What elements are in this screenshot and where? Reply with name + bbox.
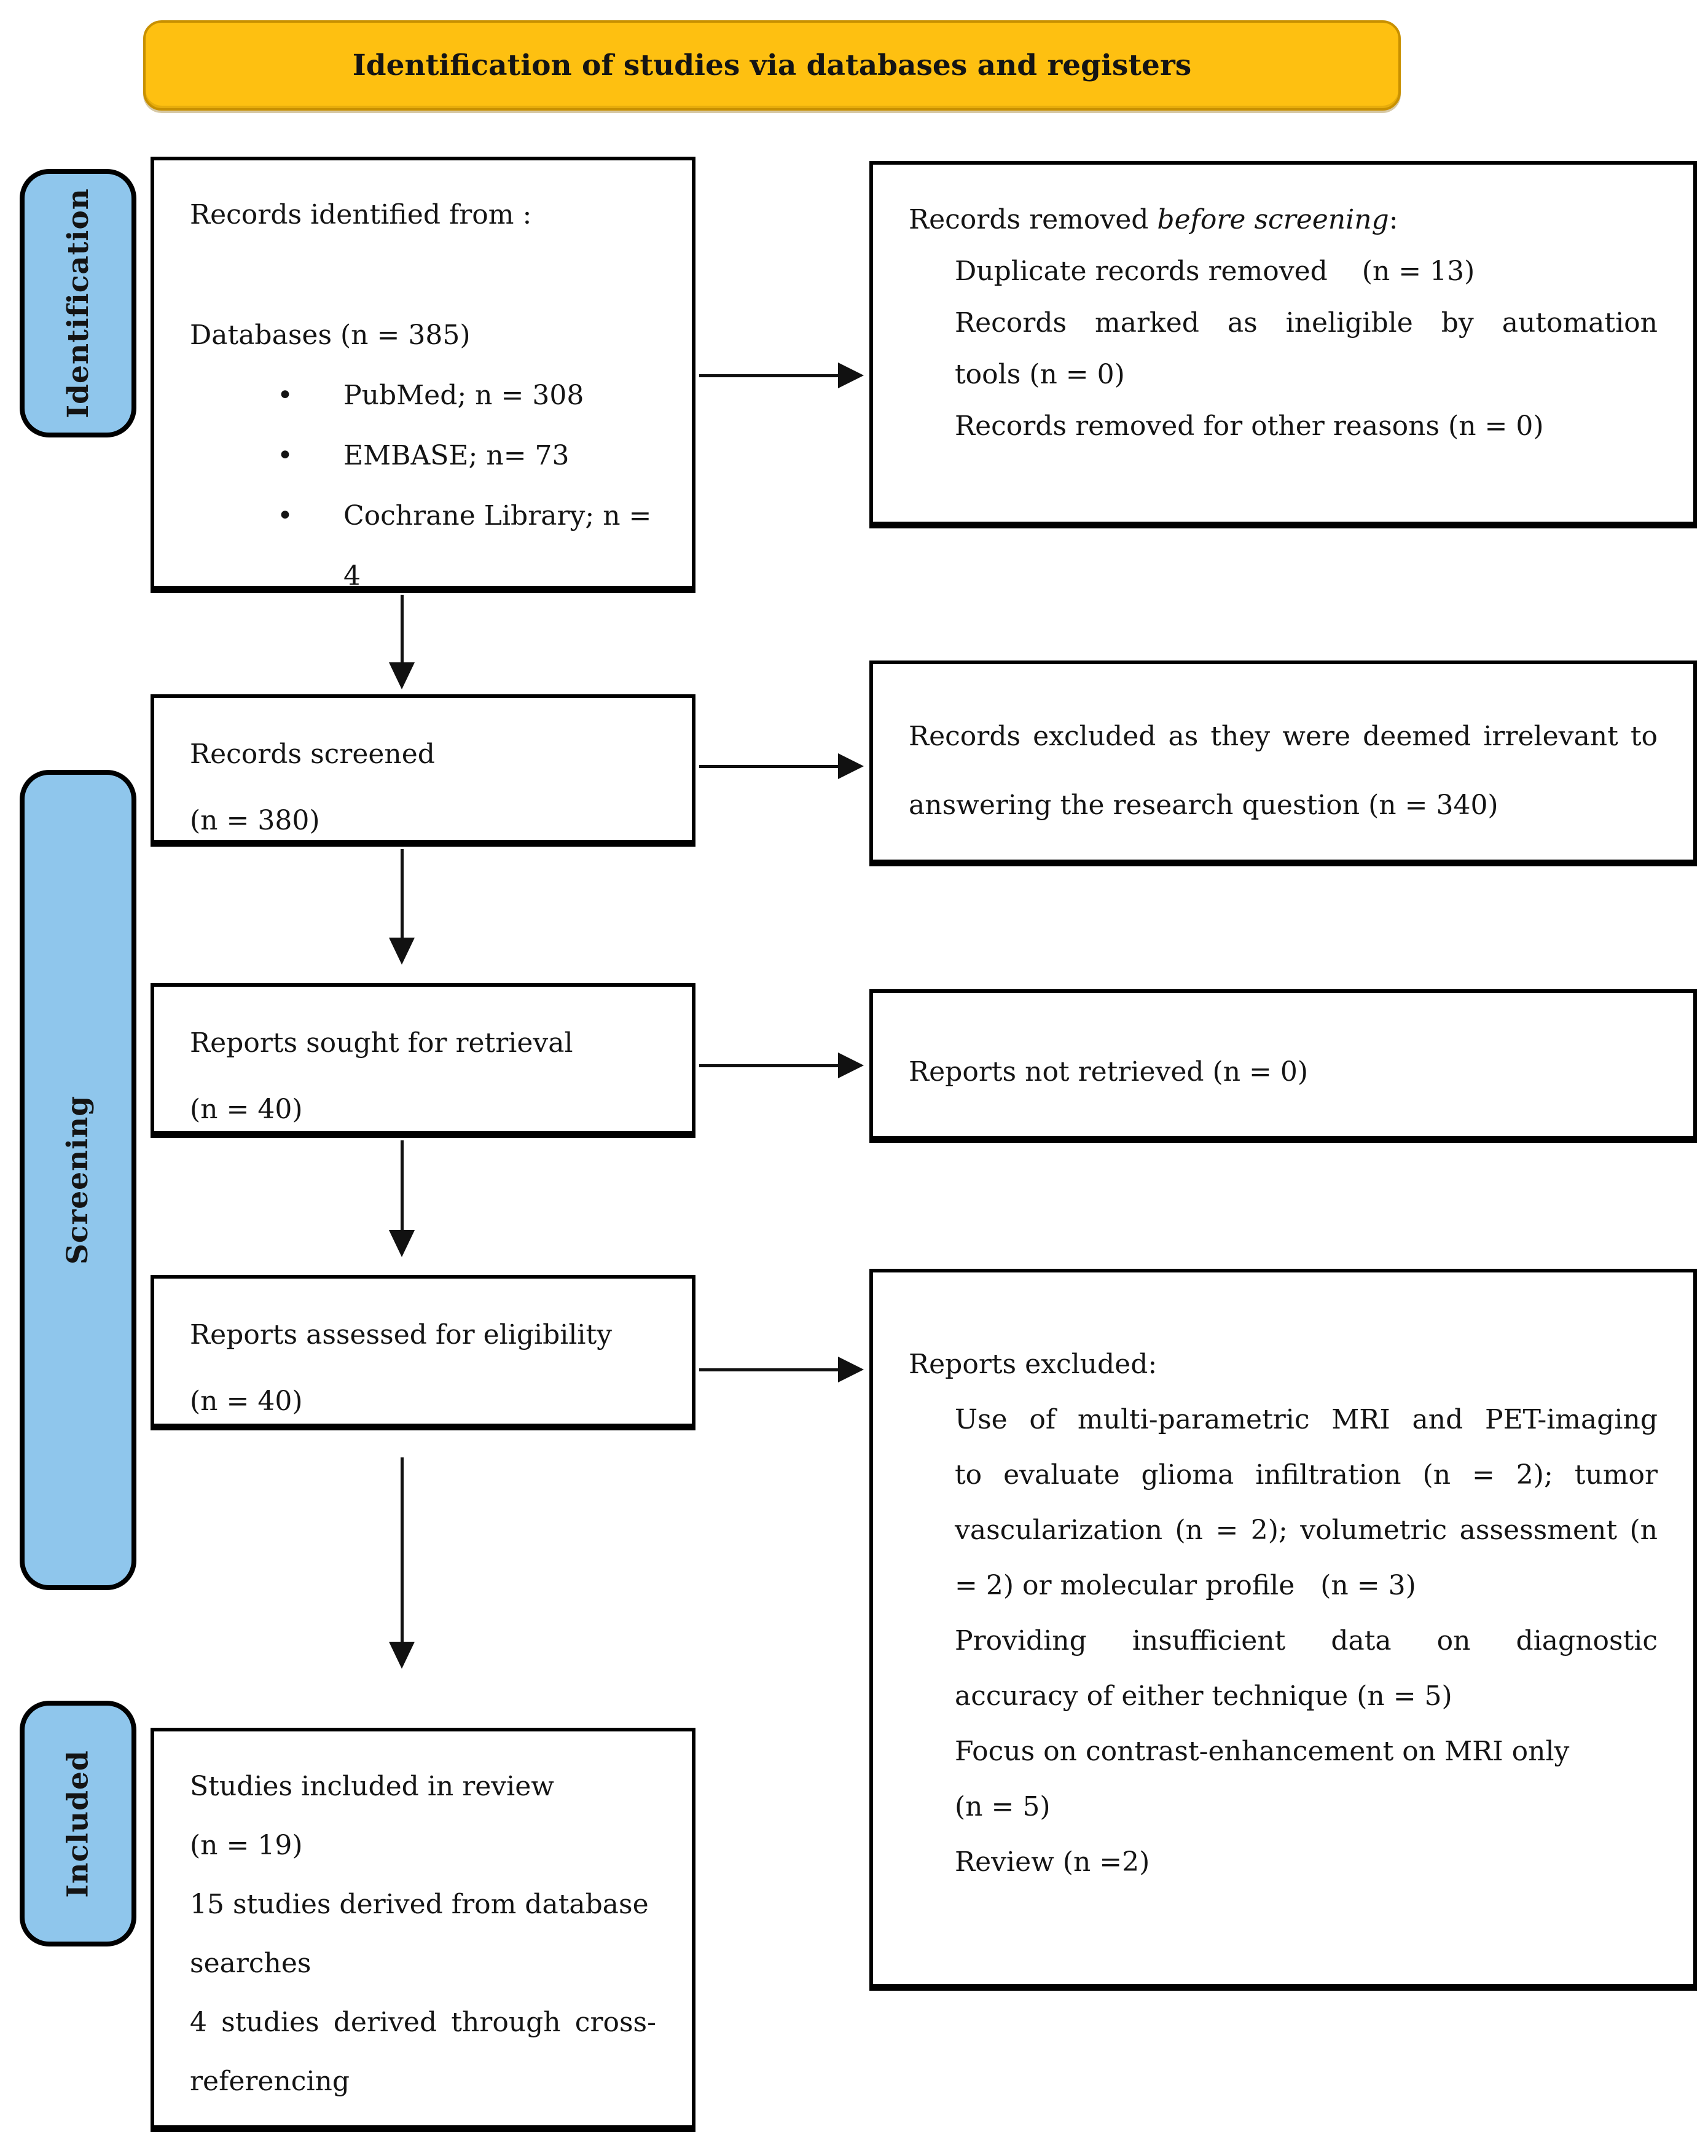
stage-label-identification-text: Identification <box>61 188 95 418</box>
text-line: EMBASE; n= 73 <box>190 426 656 486</box>
box-records-excluded: Records excluded as they were deemed irr… <box>869 661 1697 866</box>
text-line: Focus on contrast-enhancement on MRI onl… <box>955 1736 1570 1767</box>
stage-label-identification: Identification <box>20 169 136 437</box>
text-line: = 2) or molecular profile (n = 3) <box>955 1570 1416 1601</box>
box-records-identified: Records identified from : Databases (n =… <box>151 157 695 593</box>
arrow-screened-to-sought <box>389 849 415 965</box>
arrow-sought-to-assessed <box>389 1140 415 1257</box>
arrow-assessed-to-excluded <box>699 1357 864 1382</box>
text-line: Records removed before screening: <box>909 204 1398 235</box>
box-records-screened: Records screened (n = 380) <box>151 694 695 847</box>
stage-label-included: Included <box>20 1701 136 1946</box>
text-line: 4 studies derived through cross- <box>190 2007 656 2038</box>
text-line: Records excluded as they were deemed irr… <box>909 721 1658 752</box>
text-line: (n = 40) <box>190 1094 303 1125</box>
text-line: Reports excluded: <box>909 1349 1158 1380</box>
text-line: (n = 5) <box>955 1791 1051 1822</box>
diagram-title: Identification of studies via databases … <box>352 49 1192 82</box>
text-line: Records removed for other reasons (n = 0… <box>955 410 1544 442</box>
text-line: (n = 19) <box>190 1830 303 1861</box>
text-line: Providing insufficient data on diagnosti… <box>955 1625 1658 1656</box>
text-line: Reports assessed for eligibility <box>190 1319 613 1350</box>
box-reports-excluded: Reports excluded: Use of multi-parametric… <box>869 1269 1697 1991</box>
text-line: Studies included in review <box>190 1771 554 1802</box>
text-line: vascularization (n = 2); volumetric asse… <box>955 1515 1658 1546</box>
stage-label-screening-text: Screening <box>61 1095 95 1265</box>
box-reports-not-retrieved: Reports not retrieved (n = 0) <box>869 989 1697 1143</box>
arrow-identified-to-removed <box>699 363 864 388</box>
text-line: Reports not retrieved (n = 0) <box>909 1056 1309 1088</box>
arrow-screened-to-excluded <box>699 753 864 779</box>
arrow-assessed-to-included <box>389 1457 415 1669</box>
arrow-sought-to-not-retrieved <box>699 1053 864 1078</box>
text-line: Records identified from : <box>190 199 532 230</box>
text-line: Review (n =2) <box>955 1846 1150 1878</box>
text-line: PubMed; n = 308 <box>190 366 656 426</box>
text-line: to evaluate glioma infiltration (n = 2);… <box>955 1459 1658 1491</box>
text-line: accuracy of either technique (n = 5) <box>955 1680 1452 1712</box>
text-line: tools (n = 0) <box>955 359 1125 390</box>
box-studies-included: Studies included in review (n = 19) 15 stu… <box>151 1728 695 2132</box>
box-records-removed: Records removed before screening: Duplica… <box>869 161 1697 528</box>
box-reports-assessed: Reports assessed for eligibility (n = 40) <box>151 1275 695 1430</box>
text-line: Duplicate records removed (n = 13) <box>955 256 1475 287</box>
text-line: answering the research question (n = 340… <box>909 790 1498 821</box>
text-line: Cochrane Library; n = 4 <box>190 486 656 606</box>
box-reports-sought: Reports sought for retrieval (n = 40) <box>151 983 695 1138</box>
text-line: referencing <box>190 2066 350 2097</box>
text-line: searches <box>190 1948 311 1979</box>
stage-label-screening: Screening <box>20 770 136 1590</box>
arrow-identified-to-screened <box>389 595 415 689</box>
text-line: 15 studies derived from database <box>190 1889 649 1920</box>
text-line: (n = 380) <box>190 805 320 836</box>
stage-label-included-text: Included <box>61 1749 95 1898</box>
diagram-title-banner: Identification of studies via databases … <box>143 20 1401 111</box>
text-line: Reports sought for retrieval <box>190 1027 573 1059</box>
text-line: Records screened <box>190 739 435 770</box>
text-line <box>190 245 656 305</box>
text-line: Databases (n = 385) <box>190 319 471 351</box>
text-line: (n = 40) <box>190 1386 303 1417</box>
text-line: Use of multi-parametric MRI and PET-imag… <box>955 1404 1658 1435</box>
text-line: Records marked as ineligible by automati… <box>955 307 1658 339</box>
